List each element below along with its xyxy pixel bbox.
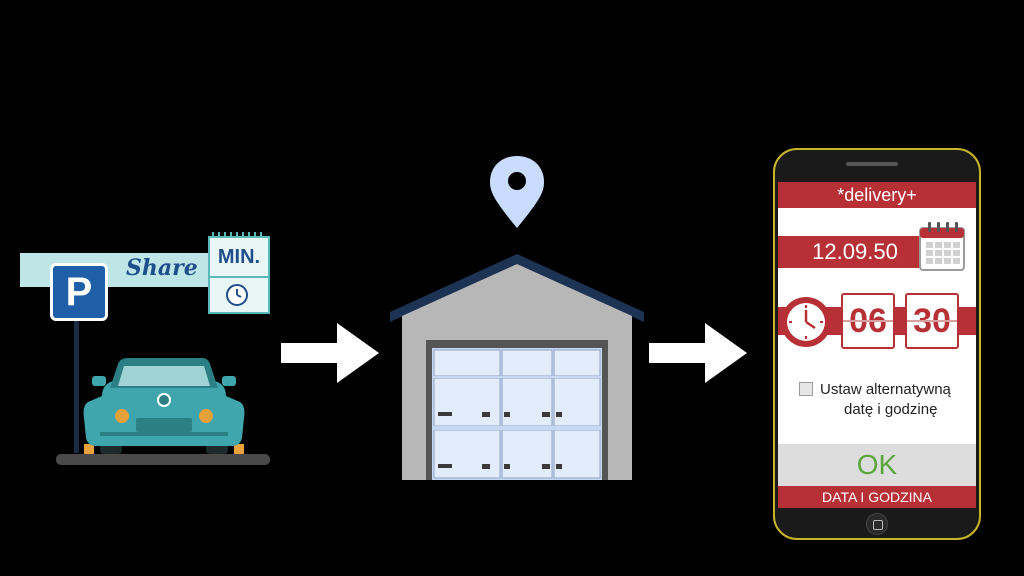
location-pin-icon [490, 156, 544, 228]
arrow-right-icon [649, 323, 747, 383]
alt-date-label-line2: datę i godzinę [844, 401, 938, 418]
parking-sign-icon: P [50, 263, 108, 321]
phone-speaker [846, 162, 898, 166]
date-bar [778, 236, 944, 268]
app-header-title: *delivery+ [778, 182, 976, 208]
warehouse-icon [390, 156, 644, 480]
parking-pole [74, 318, 79, 453]
minutes-value[interactable]: 30 [905, 293, 959, 349]
date-value[interactable]: 12.09.50 [812, 239, 898, 264]
arrow-right-icon [281, 323, 379, 383]
ok-button[interactable]: OK [778, 444, 976, 486]
small-clock-icon [226, 284, 248, 306]
clock-icon[interactable] [779, 295, 833, 349]
alt-date-checkbox[interactable] [799, 382, 813, 396]
share-label: Share [126, 255, 198, 281]
footer-label: DATA I GODZINA [778, 486, 976, 508]
home-button[interactable] [866, 513, 888, 535]
card-divider [210, 276, 268, 278]
car-icon [56, 358, 270, 465]
hours-value[interactable]: 06 [841, 293, 895, 349]
calendar-icon[interactable] [918, 220, 966, 272]
alt-date-label-line1: Ustaw alternatywną [820, 381, 951, 398]
minutes-card-label: MIN. [217, 246, 261, 268]
